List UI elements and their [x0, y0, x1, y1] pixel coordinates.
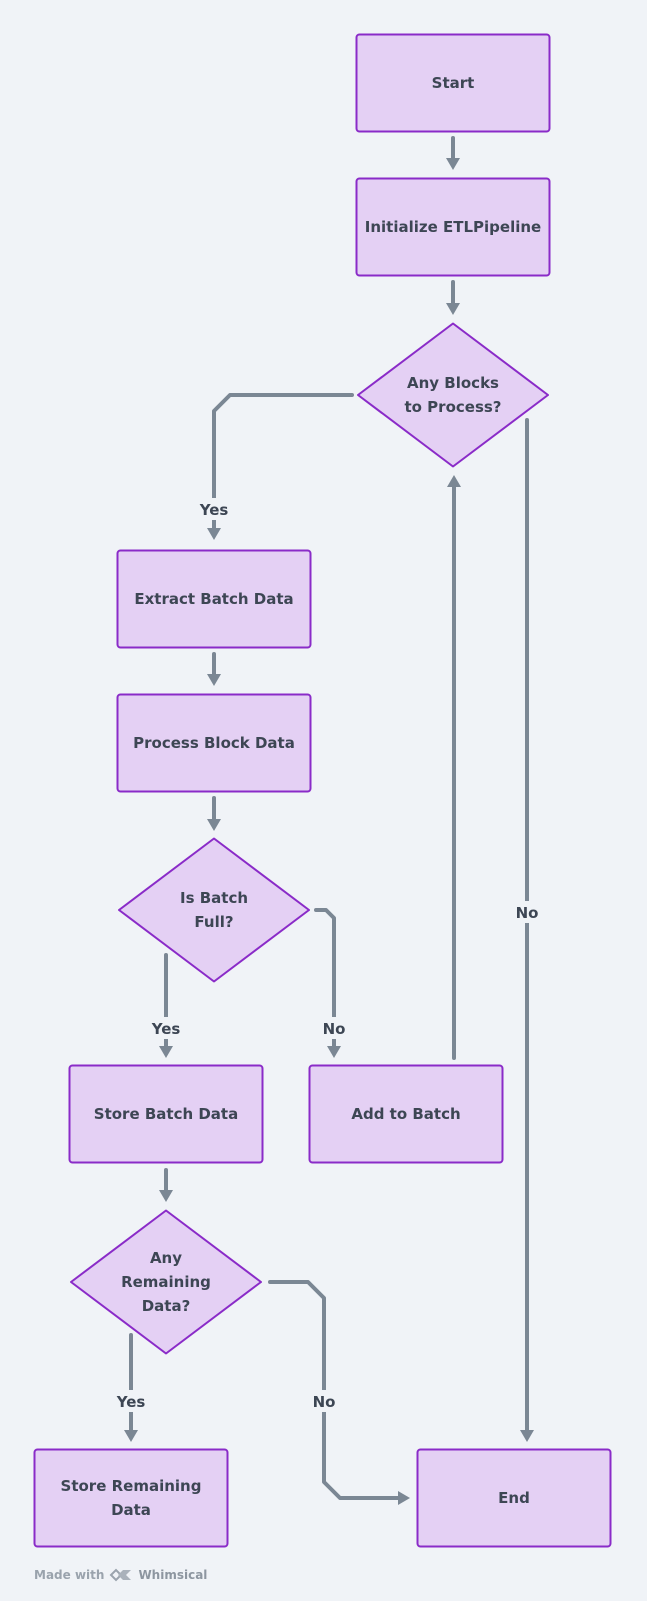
made-with-label: Made with: [34, 1568, 105, 1582]
edge-label: Yes: [199, 501, 229, 519]
node-label: Store Remaining: [61, 1477, 202, 1495]
node-label: Data: [111, 1501, 151, 1519]
decision-diamond: [357, 322, 549, 468]
decision-diamond: [118, 837, 310, 983]
node-label: Initialize ETLPipeline: [365, 218, 541, 236]
node-label: Any: [150, 1249, 182, 1267]
edge-init-any-blocks: [446, 280, 460, 315]
process-box: [116, 549, 312, 649]
edge-batch-full-store-batch: Yes: [150, 953, 182, 1058]
whimsical-brand-label: Whimsical: [138, 1568, 208, 1582]
arrowhead-icon: [207, 819, 221, 831]
whimsical-footer[interactable]: Made with Whimsical: [34, 1568, 207, 1582]
edge-label-background: [115, 1390, 147, 1412]
process-box: [33, 1448, 229, 1548]
arrowhead-icon: [159, 1046, 173, 1058]
arrowhead-icon: [446, 303, 460, 315]
edge-label: Yes: [116, 1393, 146, 1411]
edge-any-remaining-end: No: [268, 1280, 410, 1505]
edge-line: [212, 393, 354, 532]
edge-store-batch-any-remaining: [159, 1168, 173, 1202]
node-label: End: [498, 1489, 530, 1507]
edge-label-background: [308, 1390, 340, 1412]
arrowhead-icon: [327, 1046, 341, 1058]
node-label: Full?: [194, 913, 233, 931]
whimsical-logo-icon: [110, 1568, 132, 1582]
process-box: [308, 1064, 504, 1164]
process-box: [355, 177, 551, 277]
node-label: Is Batch: [180, 889, 248, 907]
node-store-batch[interactable]: Store Batch Data: [68, 1064, 264, 1164]
arrowhead-icon: [446, 158, 460, 170]
process-box: [416, 1448, 612, 1548]
arrowhead-icon: [124, 1430, 138, 1442]
edge-label: No: [323, 1020, 346, 1038]
edge-add-batch-any-blocks: [447, 475, 461, 1060]
node-label: to Process?: [404, 398, 501, 416]
arrowhead-icon: [207, 528, 221, 540]
process-box: [68, 1064, 264, 1164]
node-any-blocks[interactable]: Any Blocks to Process?: [357, 322, 549, 468]
edge-process-batch-full: [207, 796, 221, 831]
edge-label-background: [511, 901, 543, 923]
arrowhead-icon: [207, 674, 221, 686]
arrowhead-icon: [159, 1190, 173, 1202]
node-end[interactable]: End: [416, 1448, 612, 1548]
node-process[interactable]: Process Block Data: [116, 693, 312, 793]
edge-any-blocks-extract: Yes: [198, 393, 354, 540]
node-extract[interactable]: Extract Batch Data: [116, 549, 312, 649]
arrowhead-icon: [520, 1430, 534, 1442]
edge-label-background: [318, 1017, 350, 1039]
process-box: [116, 693, 312, 793]
process-box: [355, 33, 551, 133]
edge-extract-process: [207, 652, 221, 686]
node-start[interactable]: Start: [355, 33, 551, 133]
edge-any-remaining-store-remaining: Yes: [115, 1333, 147, 1442]
arrowhead-icon: [398, 1491, 410, 1505]
decision-diamond: [70, 1209, 262, 1355]
node-label: Extract Batch Data: [134, 590, 293, 608]
edge-batch-full-add-batch: No: [314, 908, 350, 1058]
edge-line: [314, 908, 336, 1050]
edge-label: Yes: [151, 1020, 181, 1038]
edge-label-background: [198, 498, 230, 520]
node-label: Start: [432, 74, 475, 92]
edge-start-init: [446, 136, 460, 170]
edge-any-blocks-end: No: [511, 418, 543, 1442]
node-label: Add to Batch: [351, 1105, 460, 1123]
node-label: Process Block Data: [133, 734, 295, 752]
edge-label-background: [150, 1017, 182, 1039]
node-init[interactable]: Initialize ETLPipeline: [355, 177, 551, 277]
node-label: Remaining: [121, 1273, 211, 1291]
node-label: Store Batch Data: [94, 1105, 238, 1123]
edge-label: No: [313, 1393, 336, 1411]
node-label: Data?: [142, 1297, 191, 1315]
node-add-batch[interactable]: Add to Batch: [308, 1064, 504, 1164]
arrowhead-icon: [447, 475, 461, 487]
node-label: Any Blocks: [407, 374, 499, 392]
edge-label: No: [516, 904, 539, 922]
